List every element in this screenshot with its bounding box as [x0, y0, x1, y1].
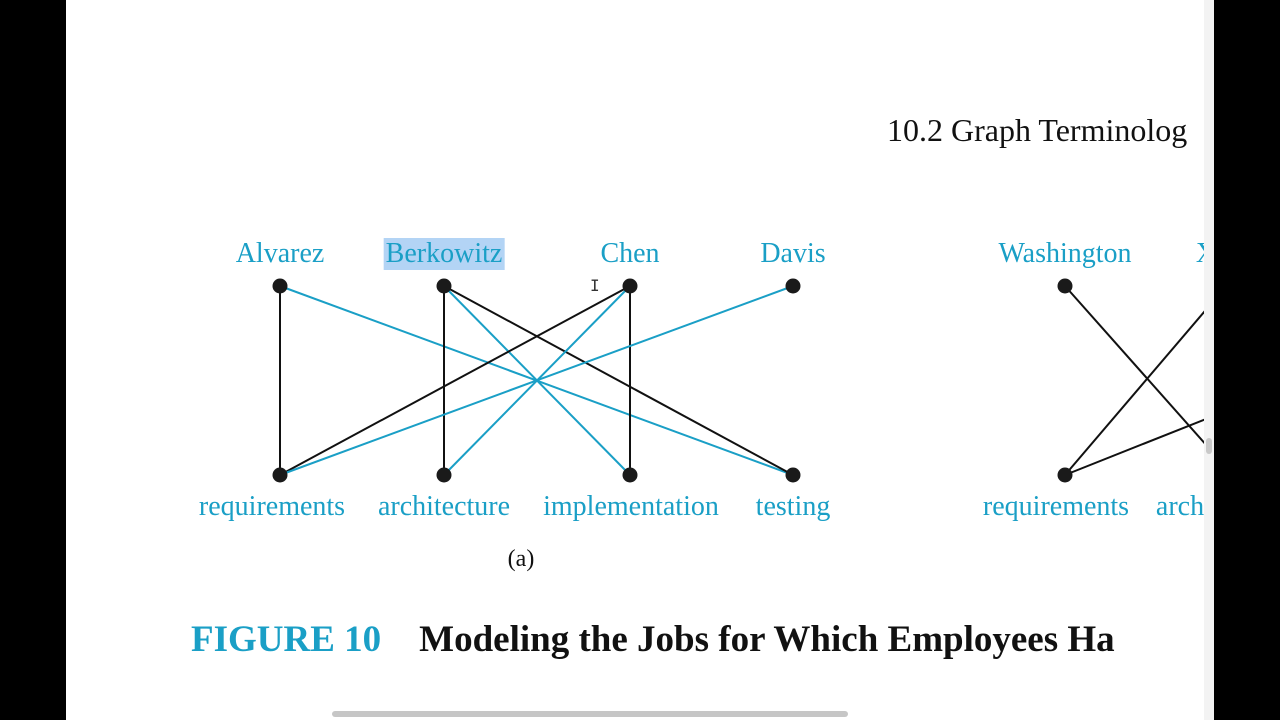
edge-davis-requirements — [279, 285, 794, 476]
figure-title: Modeling the Jobs for Which Employees Ha — [419, 619, 1115, 660]
graph-a-edges — [279, 285, 794, 476]
employee-label-berkowitz-selected[interactable]: Berkowitz — [383, 238, 505, 270]
job-node-requirements — [272, 467, 288, 483]
employee-node-washington — [1057, 278, 1073, 294]
employee-label-chen: Chen — [600, 238, 660, 269]
figure-number: FIGURE 10 — [191, 619, 382, 660]
employee-label-x-partial: X — [1196, 238, 1204, 270]
graph-a-nodes — [272, 278, 801, 483]
employee-node-davis — [785, 278, 801, 294]
graph-b-edges — [1064, 285, 1204, 476]
document-page: 10.2 Graph Terminolog Alvarez Berkowitz … — [66, 0, 1214, 720]
page-content: 10.2 Graph Terminolog Alvarez Berkowitz … — [66, 0, 1204, 705]
figure-caption: FIGURE 10 Modeling the Jobs for Which Emp… — [191, 618, 1115, 661]
bipartite-graph-diagram — [272, 278, 1204, 483]
edge-washington-partial — [1064, 285, 1204, 444]
job-node-testing — [785, 467, 801, 483]
employee-node-chen — [622, 278, 638, 294]
employee-label-washington: Washington — [998, 238, 1132, 269]
employee-label-davis: Davis — [760, 238, 826, 269]
edge-requirements-partial — [1064, 418, 1204, 476]
horizontal-scroll-thumb[interactable] — [332, 711, 848, 717]
edge-requirements-x-partial — [1064, 310, 1204, 476]
edge-berkowitz-testing — [443, 285, 794, 476]
text-cursor-icon: I — [590, 276, 600, 295]
section-header: 10.2 Graph Terminolog — [887, 112, 1188, 148]
employee-node-alvarez — [272, 278, 288, 294]
graph-b-nodes — [1057, 278, 1073, 483]
job-node-implementation — [622, 467, 638, 483]
job-label-implementation: implementation — [543, 491, 719, 522]
job-label-testing: testing — [755, 491, 831, 522]
vertical-scrollbar[interactable] — [1204, 0, 1214, 720]
job-label-arch-partial: arch — [1155, 491, 1204, 522]
job-label-requirements: requirements — [198, 491, 346, 522]
employee-label-alvarez: Alvarez — [235, 238, 325, 269]
job-node-requirements-b — [1057, 467, 1073, 483]
job-node-architecture — [436, 467, 452, 483]
employee-node-berkowitz — [436, 278, 452, 294]
subfigure-label-a: (a) — [507, 546, 535, 572]
edge-chen-requirements — [279, 285, 631, 476]
job-label-requirements-b: requirements — [982, 491, 1130, 522]
job-label-architecture: architecture — [377, 491, 511, 522]
vertical-scroll-thumb[interactable] — [1206, 438, 1212, 454]
